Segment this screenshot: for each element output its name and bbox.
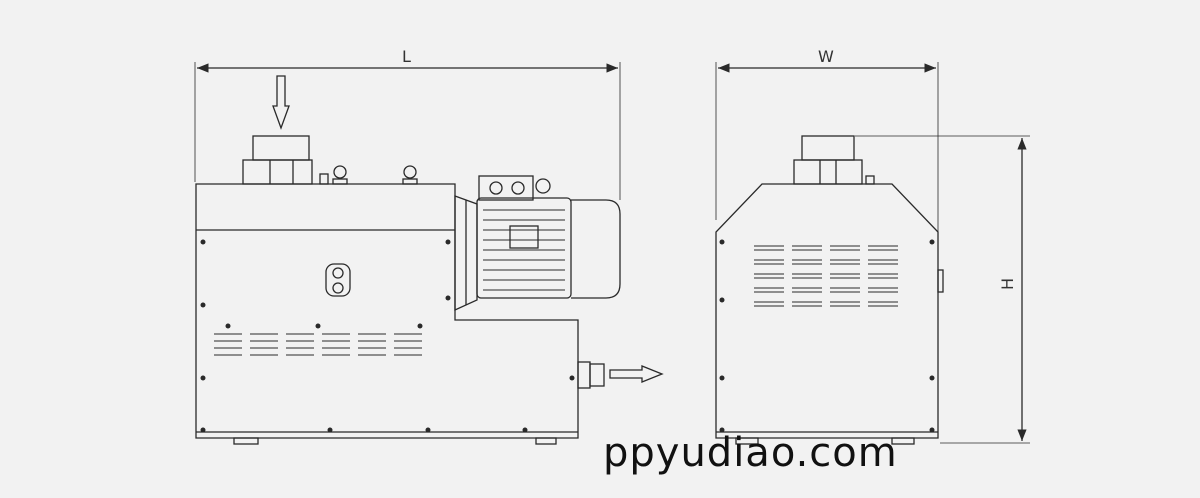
front-view xyxy=(715,62,1030,445)
front-body xyxy=(715,183,939,439)
inlet-flange xyxy=(242,135,329,185)
width-label: W xyxy=(818,47,834,66)
length-dimension xyxy=(194,62,621,200)
motor xyxy=(454,175,621,312)
front-vent-slots xyxy=(754,245,898,307)
inlet-arrow-icon xyxy=(272,75,290,130)
height-label: H xyxy=(998,278,1017,290)
vent-slots xyxy=(214,333,422,356)
fixing-dots xyxy=(200,239,575,433)
lifting-eye-icon xyxy=(332,165,418,185)
watermark-text: ppyudiao.com xyxy=(603,430,898,476)
outlet-port xyxy=(577,361,605,389)
width-dimension xyxy=(715,62,939,240)
oil-sight-glass xyxy=(325,263,351,297)
length-label: L xyxy=(402,47,411,66)
side-view xyxy=(194,62,664,445)
pump-body xyxy=(195,183,579,439)
height-dimension xyxy=(855,135,1030,444)
outlet-arrow-icon xyxy=(609,365,664,383)
